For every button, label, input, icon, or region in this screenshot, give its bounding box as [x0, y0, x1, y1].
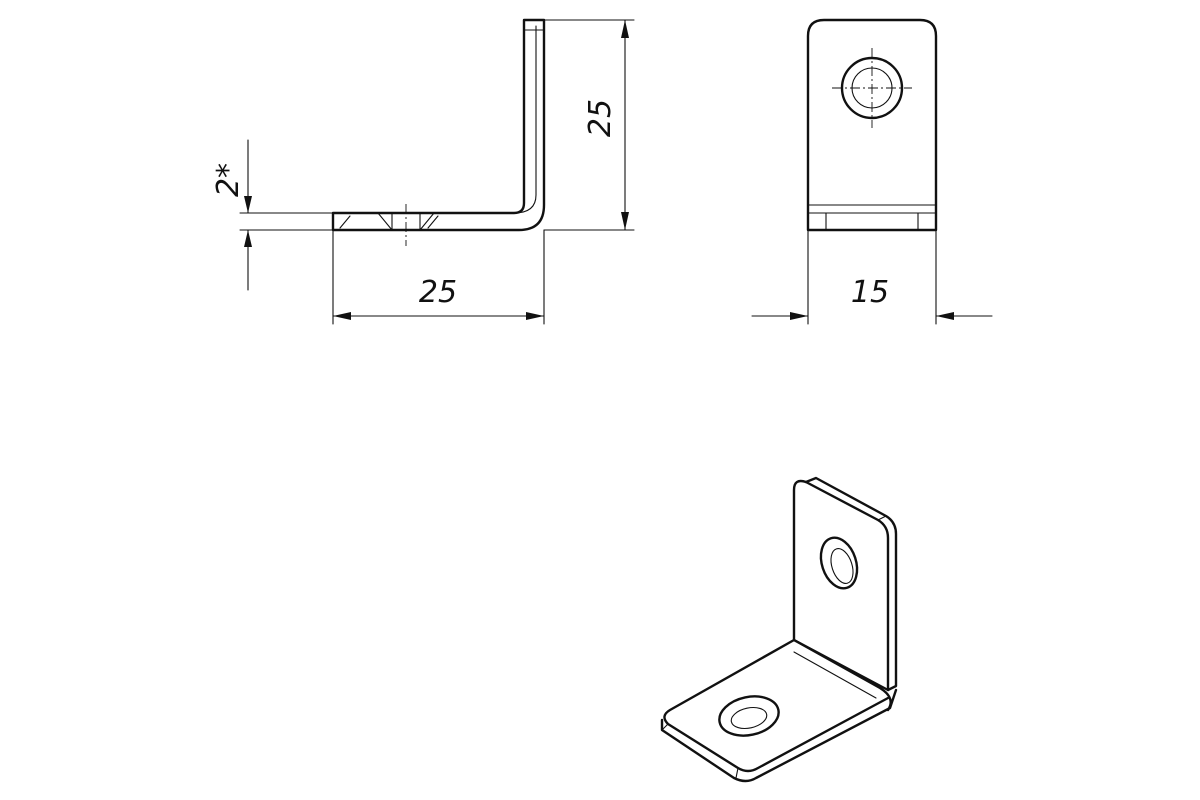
front-view [806, 18, 938, 232]
iso-horizontal-plate-edge [660, 688, 898, 783]
dimension-side-height-label: 25 [583, 99, 618, 137]
side-view-bend [513, 25, 537, 214]
dimension-thickness-label: 2* [211, 163, 246, 197]
dimension-side-width: 25 [332, 229, 545, 325]
iso-vertical-plate-face [792, 479, 890, 692]
dimension-front-width-label: 15 [851, 275, 889, 310]
dimension-side-width-label: 25 [419, 275, 457, 310]
side-view-hole-hatch-left [339, 215, 351, 229]
side-view-countersink [377, 212, 435, 231]
front-view-outline [806, 18, 938, 232]
side-view-outline [331, 18, 546, 232]
iso-vertical-hole-outer [819, 536, 859, 590]
side-view-hole-hatch-right [427, 215, 439, 229]
iso-vertical-hole-inner [830, 548, 854, 584]
dimension-thickness: 2* [211, 139, 334, 291]
side-view [331, 18, 546, 246]
dimension-side-height: 25 [543, 19, 635, 231]
iso-horizontal-hole-inner [730, 706, 768, 730]
dimension-front-width: 15 [751, 229, 993, 325]
iso-horizontal-plate-face [663, 638, 890, 773]
iso-bend [792, 638, 892, 712]
iso-horizontal-hole-outer [718, 695, 780, 737]
isometric-view [660, 476, 898, 783]
